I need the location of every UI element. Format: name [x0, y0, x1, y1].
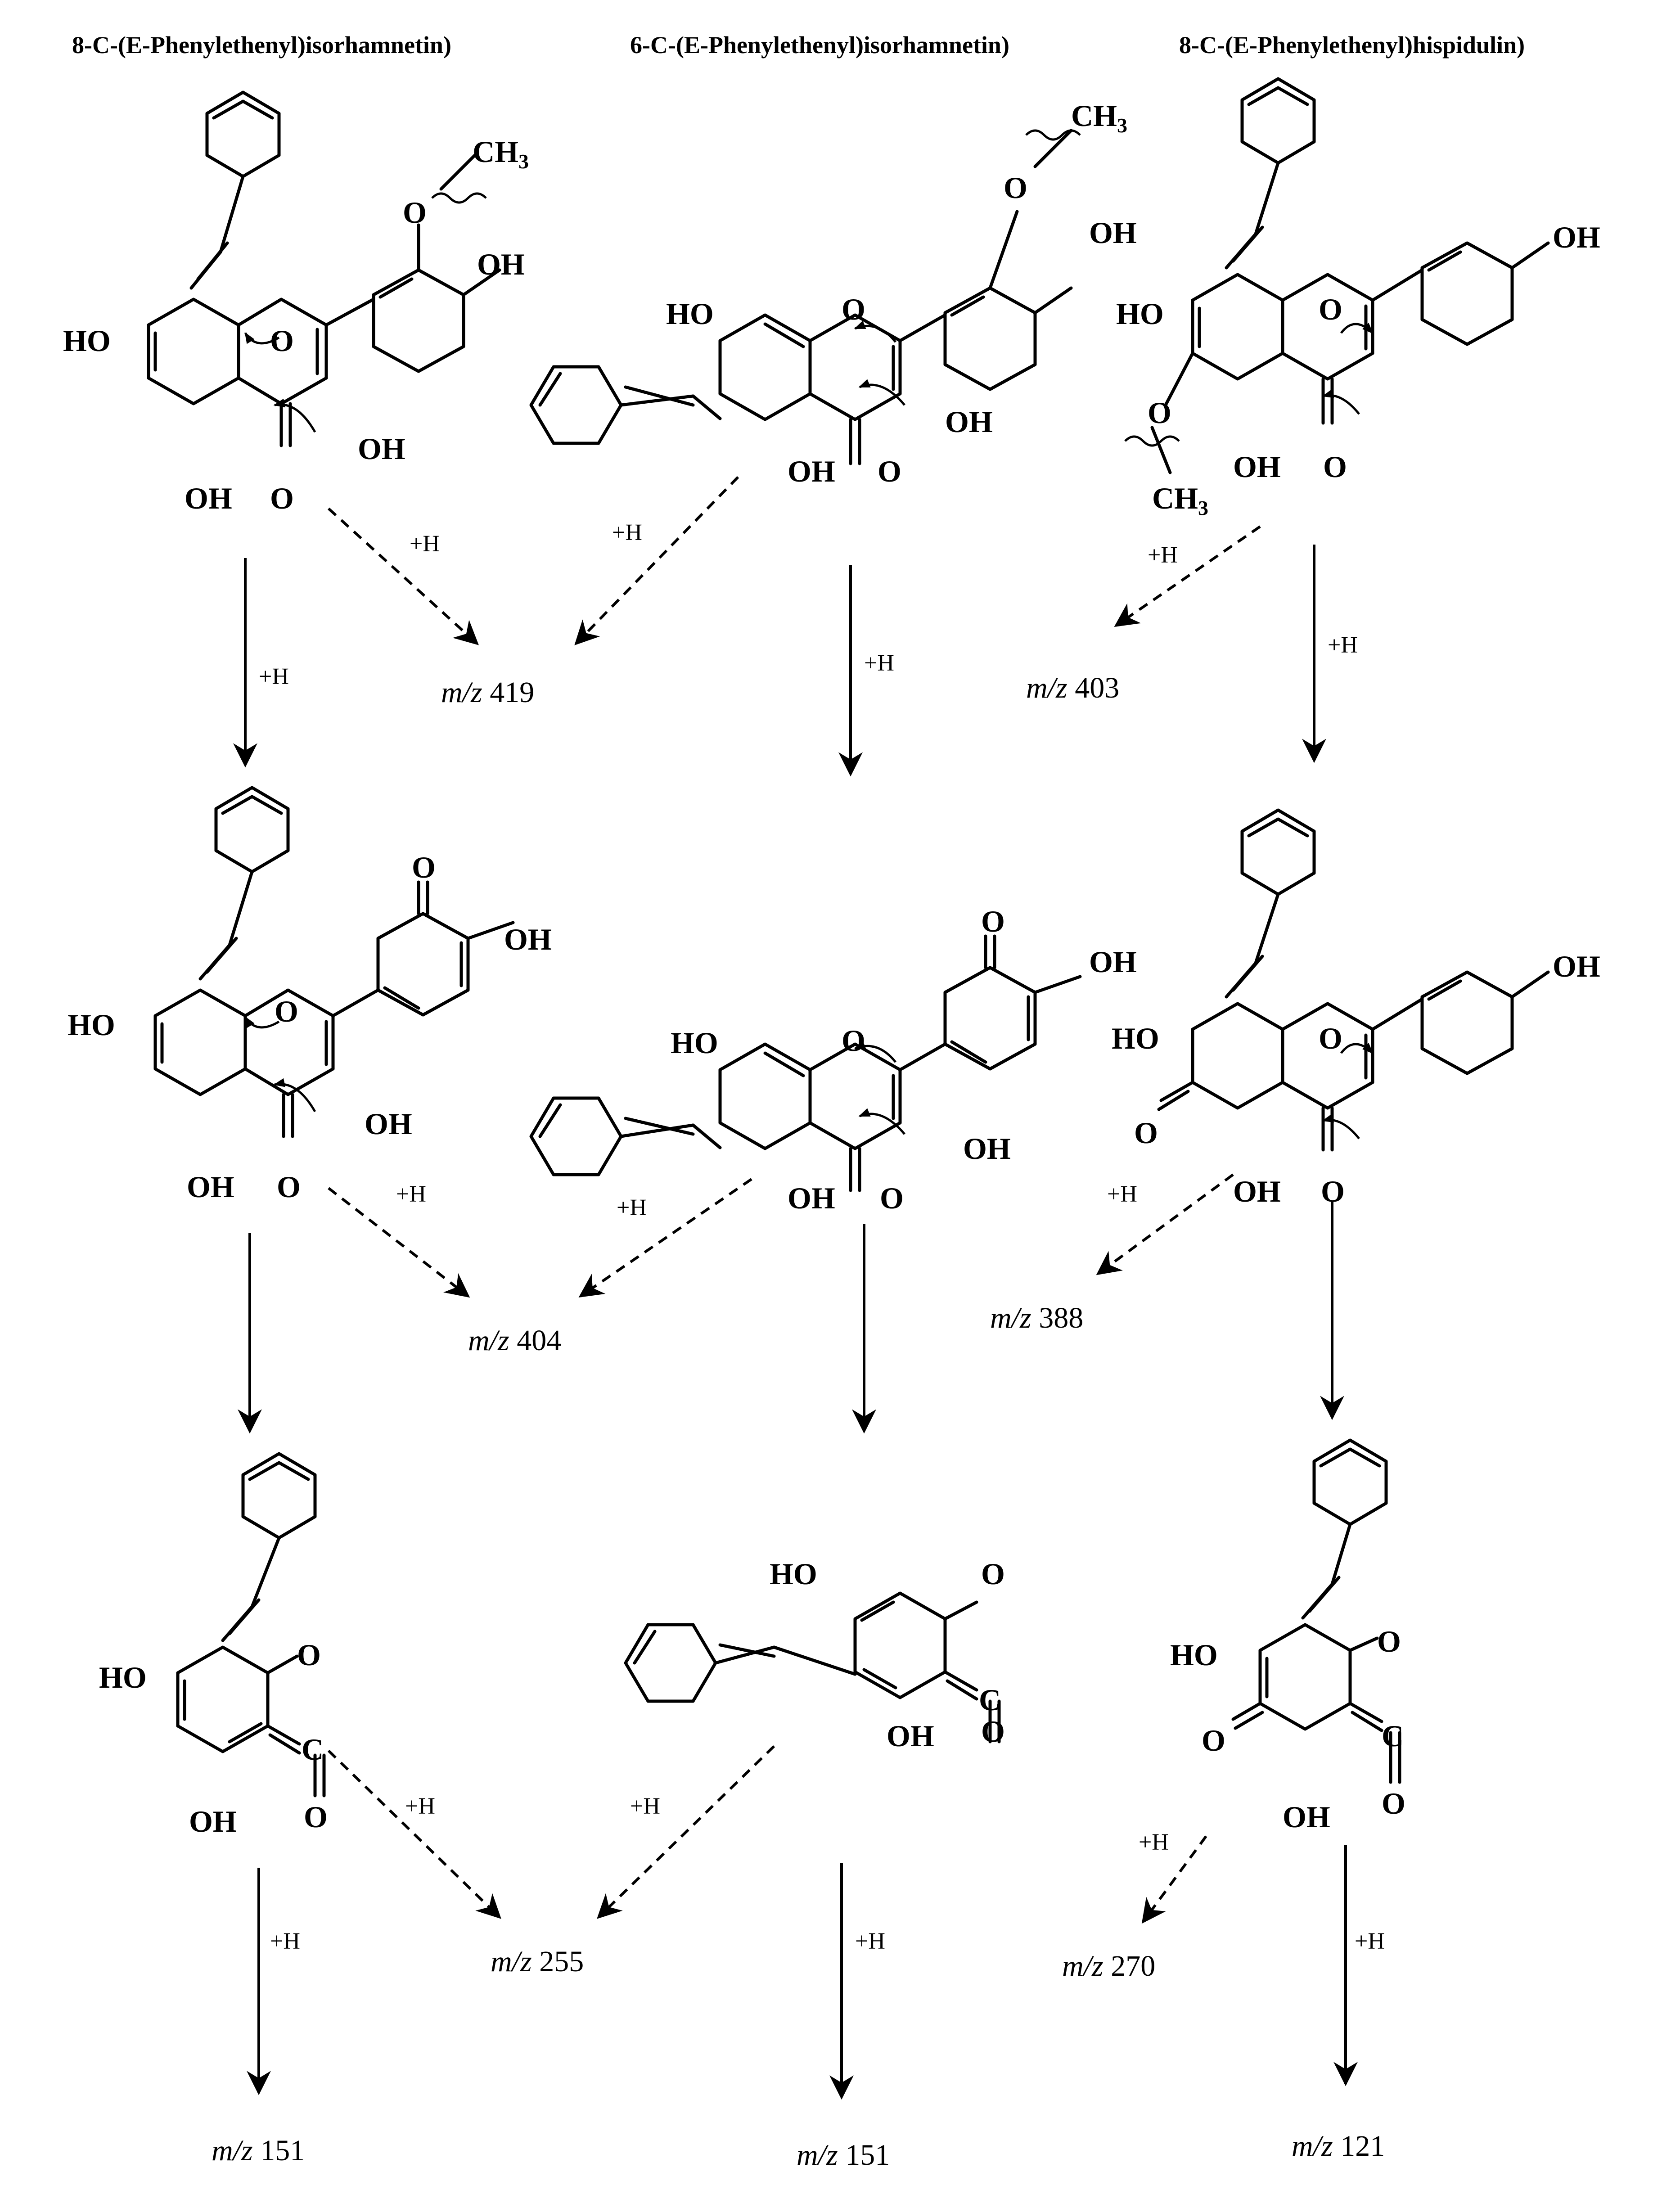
o-label: O — [412, 850, 436, 884]
c-label: C — [302, 1732, 324, 1766]
plus-h-label: +H — [405, 1793, 435, 1819]
o-label: O — [1382, 1786, 1405, 1820]
plus-h-label: +H — [612, 520, 642, 545]
o-label: O — [270, 481, 294, 515]
o-label: O — [1377, 1624, 1401, 1658]
plus-h-label: +H — [1139, 1829, 1169, 1855]
o-label: O — [880, 1181, 904, 1215]
o-label: O — [842, 1023, 865, 1058]
oh-label: OH — [185, 481, 232, 515]
o-label: O — [1319, 292, 1342, 326]
oh-label: HO — [63, 324, 111, 358]
mz-label-270: m/z 270 — [1062, 1950, 1155, 1982]
o-label: O — [1319, 1021, 1342, 1055]
o-label: O — [403, 195, 427, 230]
mz-label-151-middle: m/z 151 — [797, 2139, 890, 2171]
oh-label: HO — [1112, 1021, 1159, 1055]
oh-label: HO — [1116, 297, 1164, 331]
oh-label: OH — [1553, 220, 1600, 254]
oh-label: OH — [945, 405, 993, 439]
oh-label: OH — [358, 432, 405, 466]
title-compound-1: 8-C-(E-Phenylethenyl)isorhamnetin) — [72, 32, 451, 59]
title-compound-3: 8-C-(E-Phenylethenyl)hispidulin) — [1179, 32, 1525, 59]
mz-label-403: m/z 403 — [1026, 671, 1119, 704]
oh-label: OH — [1283, 1800, 1330, 1834]
c-label: C — [1382, 1719, 1404, 1753]
o-label: O — [981, 904, 1005, 938]
ch3-label: CH3 — [473, 135, 529, 173]
oh-label: OH — [477, 247, 525, 281]
structure-c2-r1 — [529, 129, 1081, 465]
mz-label-388: m/z 388 — [990, 1302, 1083, 1334]
oh-label: OH — [365, 1107, 412, 1141]
mz-label-404: m/z 404 — [468, 1324, 561, 1357]
o-label: O — [842, 292, 865, 326]
structure-c2-r3 — [624, 1591, 1001, 1743]
title-compound-2: 6-C-(E-Phenylethenyl)isorhamnetin) — [630, 32, 1009, 59]
mz-label-121: m/z 121 — [1292, 2130, 1385, 2162]
structure-c1-r3 — [176, 1452, 326, 1798]
mz-label-151-left: m/z 151 — [212, 2134, 305, 2167]
o-label: O — [297, 1638, 321, 1672]
o-label: O — [878, 454, 901, 488]
structure-c3-r2 — [1157, 808, 1550, 1152]
o-label: O — [981, 1714, 1005, 1748]
electron-arrows — [244, 320, 1374, 1140]
oh-label: OH — [963, 1131, 1011, 1166]
plus-h-label: +H — [1107, 1181, 1137, 1207]
o-label: O — [981, 1557, 1005, 1591]
mz-label-255: m/z 255 — [491, 1945, 584, 1978]
o-label: O — [1004, 171, 1027, 205]
oh-label: OH — [788, 1181, 835, 1215]
o-label: O — [1323, 450, 1347, 484]
oh-label: OH — [1089, 945, 1137, 979]
oh-label: OH — [1233, 1174, 1281, 1208]
plus-h-labels: +H +H +H +H +H +H +H +H +H +H +H +H +H +… — [259, 520, 1385, 1954]
c-label: C — [979, 1683, 1001, 1717]
plus-h-label: +H — [630, 1793, 660, 1819]
plus-h-label: +H — [864, 650, 894, 676]
plus-h-label: +H — [410, 531, 440, 557]
oh-label: OH — [1089, 216, 1137, 250]
structure-c1-r1 — [147, 90, 501, 447]
plus-h-label: +H — [396, 1181, 426, 1207]
o-label: O — [1148, 396, 1171, 430]
plus-h-label: +H — [855, 1928, 885, 1954]
oh-label: HO — [666, 297, 714, 331]
oh-label: OH — [187, 1170, 234, 1204]
plus-h-label: +H — [617, 1195, 647, 1221]
mz-label-419: m/z 419 — [441, 676, 534, 709]
oh-label: OH — [504, 922, 552, 956]
o-label: O — [1202, 1723, 1225, 1757]
oh-label: HO — [770, 1557, 817, 1591]
o-label: O — [1134, 1116, 1158, 1150]
oh-label: OH — [1553, 949, 1600, 983]
plus-h-label: +H — [1355, 1928, 1385, 1954]
structure-c3-r1 — [1124, 77, 1550, 474]
dashed-arrows — [327, 476, 1261, 1924]
oh-label: OH — [189, 1804, 237, 1838]
plus-h-label: +H — [1328, 632, 1358, 658]
oh-label: HO — [1170, 1638, 1218, 1672]
structure-c1-r2 — [153, 786, 515, 1138]
oh-label: OH — [887, 1719, 934, 1753]
oh-label: OH — [788, 454, 835, 488]
plus-h-label: +H — [259, 664, 289, 689]
oh-label: HO — [99, 1660, 147, 1694]
oh-label: OH — [1233, 450, 1281, 484]
oh-label: HO — [68, 1008, 115, 1042]
o-label: O — [304, 1800, 328, 1834]
structure-c3-r3 — [1231, 1438, 1401, 1784]
plus-h-label: +H — [1148, 542, 1178, 568]
plus-h-label: +H — [270, 1928, 300, 1954]
ch3-label: CH3 — [1071, 99, 1127, 137]
o-label: O — [277, 1170, 301, 1204]
structure-c2-r2 — [529, 934, 1082, 1192]
ch3-label: CH3 — [1152, 481, 1208, 519]
solid-arrows — [233, 545, 1358, 2100]
oh-label: HO — [671, 1026, 718, 1060]
